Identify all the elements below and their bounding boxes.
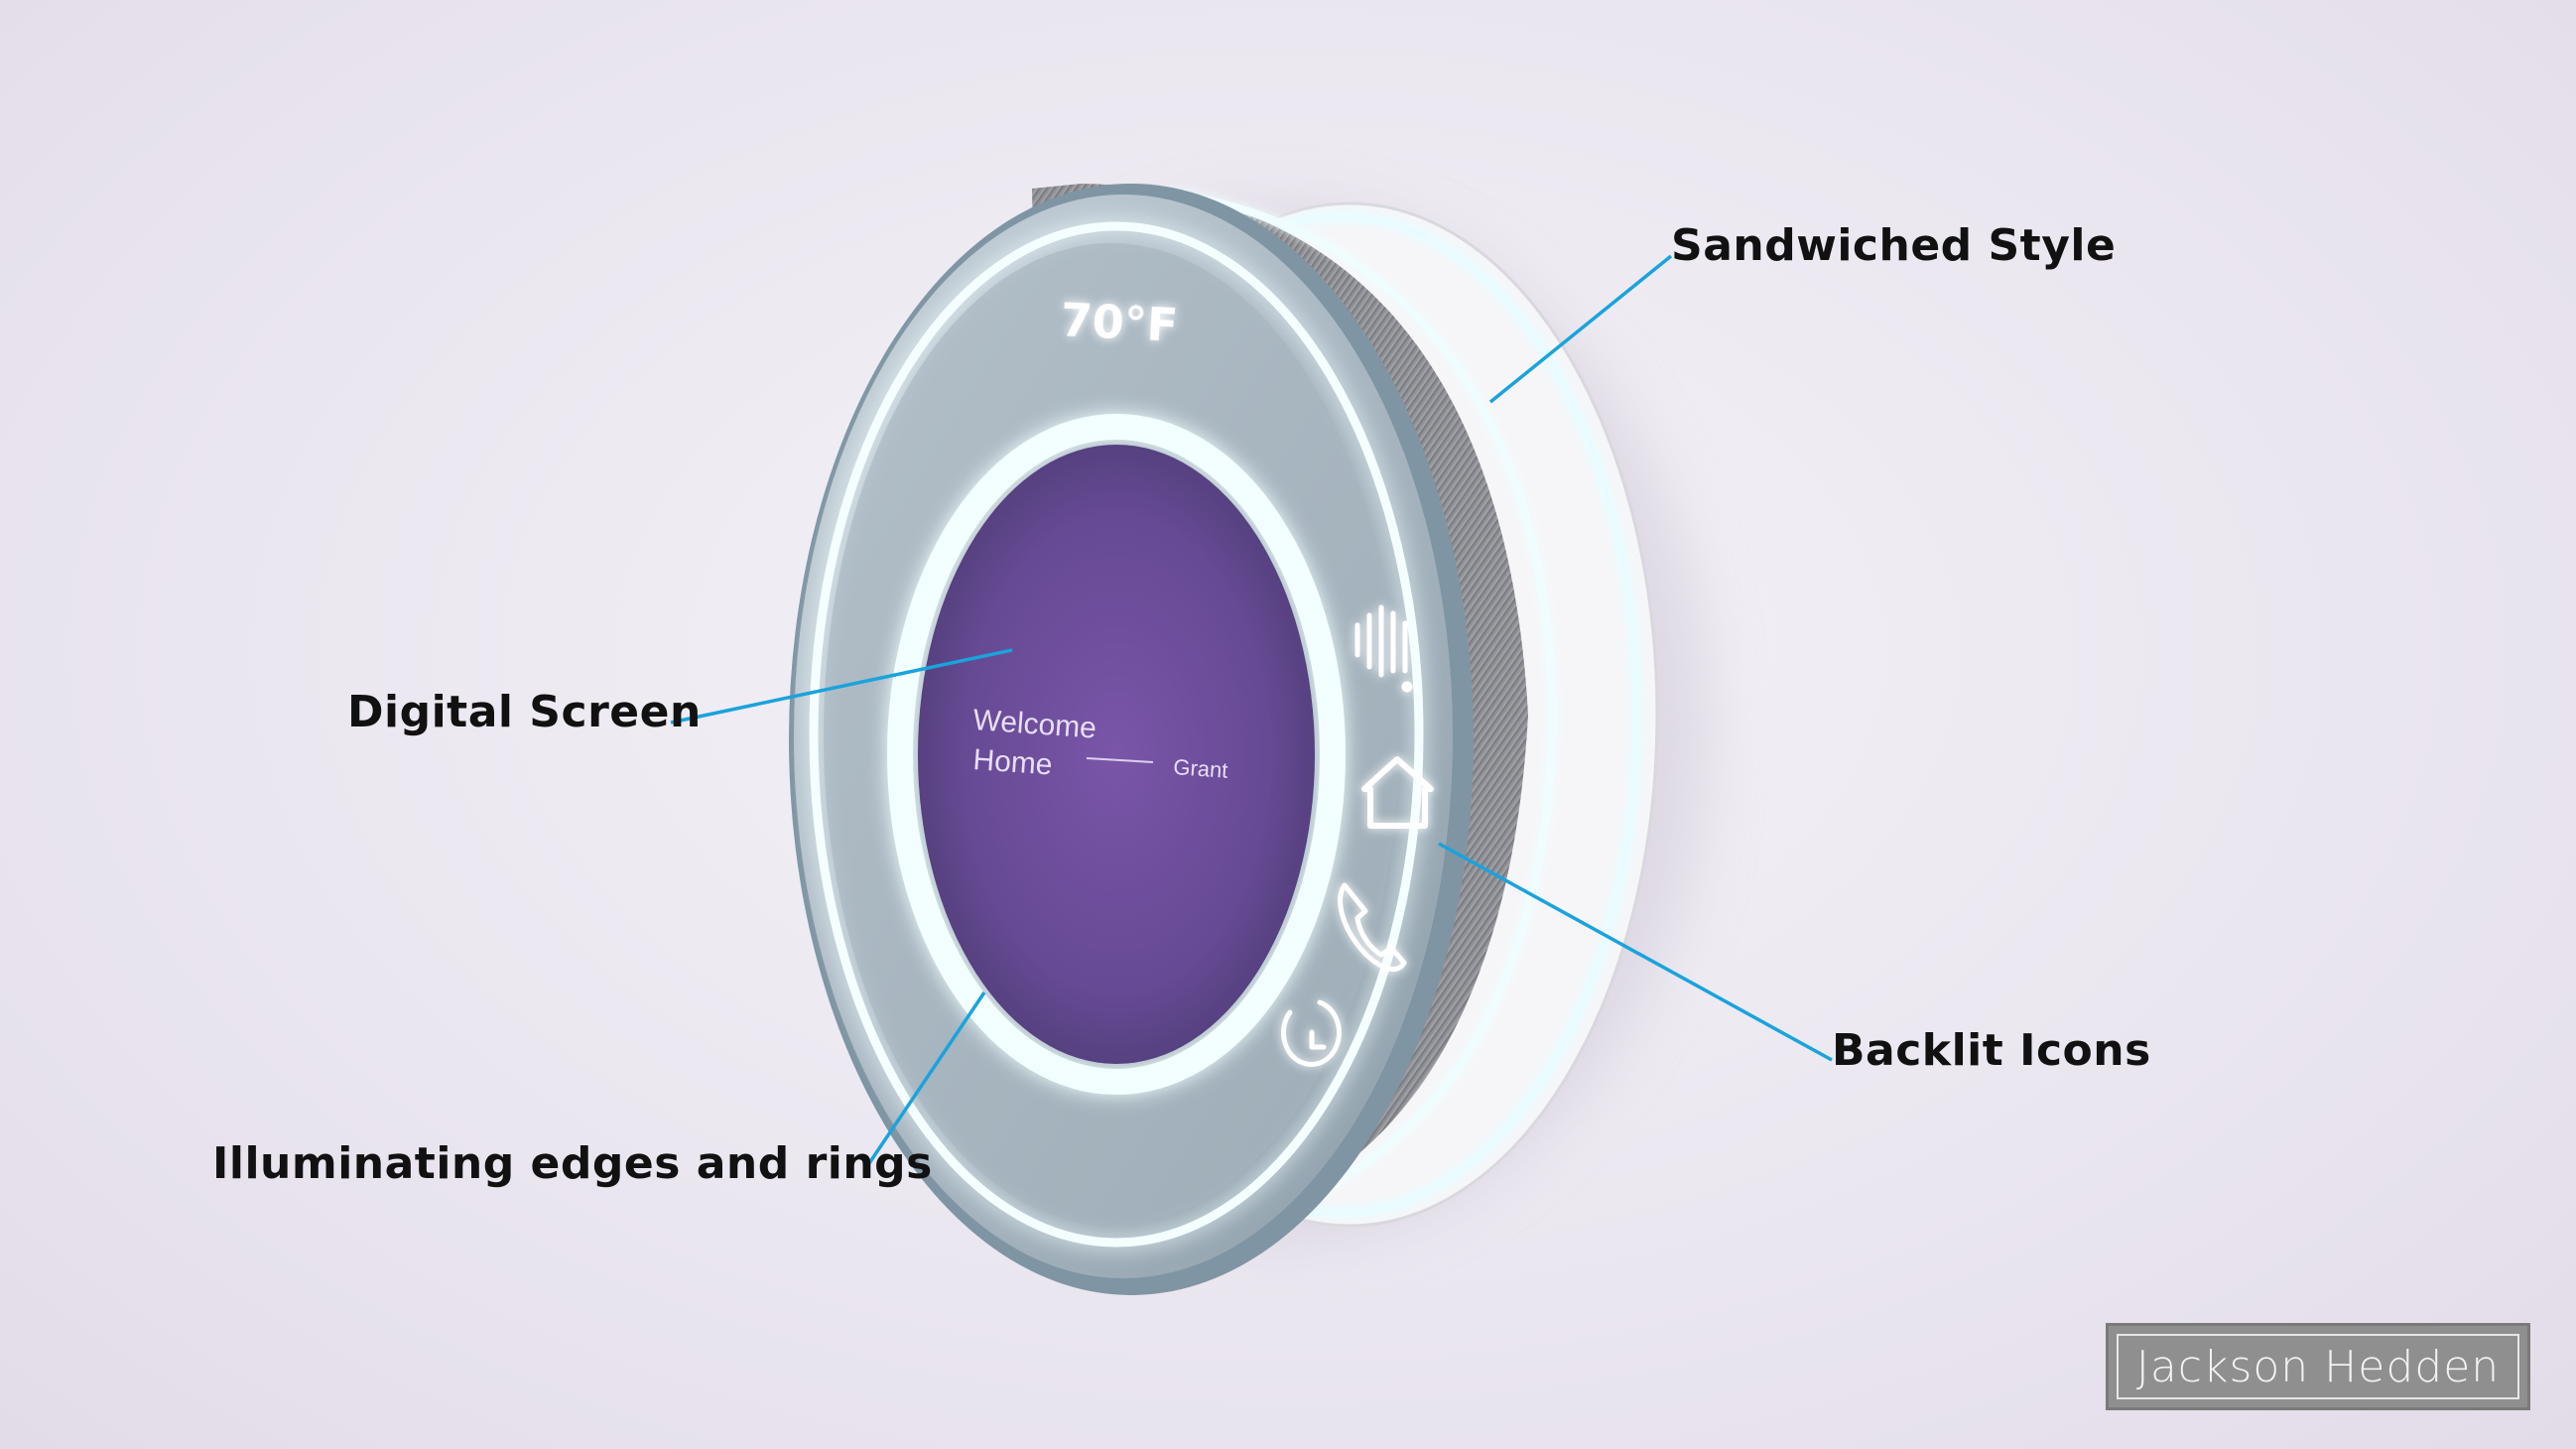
signature-text: Jackson Hedden (2135, 1341, 2501, 1392)
callout-illuminating-edges: Illuminating edges and rings (212, 1138, 933, 1189)
screen-divider (1086, 757, 1154, 763)
side-band-edge-glow (1170, 190, 1558, 1235)
temperature-readout: 70°F (1059, 293, 1179, 352)
signature-frame: Jackson Hedden (2117, 1334, 2519, 1399)
leader-digital (670, 648, 1013, 724)
home-icon[interactable] (1361, 756, 1434, 829)
screen-user-name: Grant (1173, 754, 1229, 783)
leader-sandwiched (1488, 254, 1673, 404)
digital-screen (918, 445, 1315, 1064)
voice-icon[interactable] (1354, 604, 1413, 693)
clock-icon[interactable] (1281, 999, 1342, 1067)
signature-badge: Jackson Hedden (2106, 1323, 2530, 1410)
inner-glow-ring (887, 414, 1346, 1095)
callout-sandwiched-style: Sandwiched Style (1671, 220, 2117, 271)
screen-greeting-line2: Home (972, 743, 1054, 782)
leader-illuminating (863, 991, 986, 1170)
callout-backlit-icons: Backlit Icons (1832, 1025, 2151, 1076)
phone-icon[interactable] (1338, 882, 1407, 973)
leader-backlit (1438, 842, 1833, 1062)
leader-lines (670, 254, 1833, 1170)
callout-digital-screen: Digital Screen (347, 687, 702, 737)
outer-glow-ring (809, 221, 1424, 1248)
